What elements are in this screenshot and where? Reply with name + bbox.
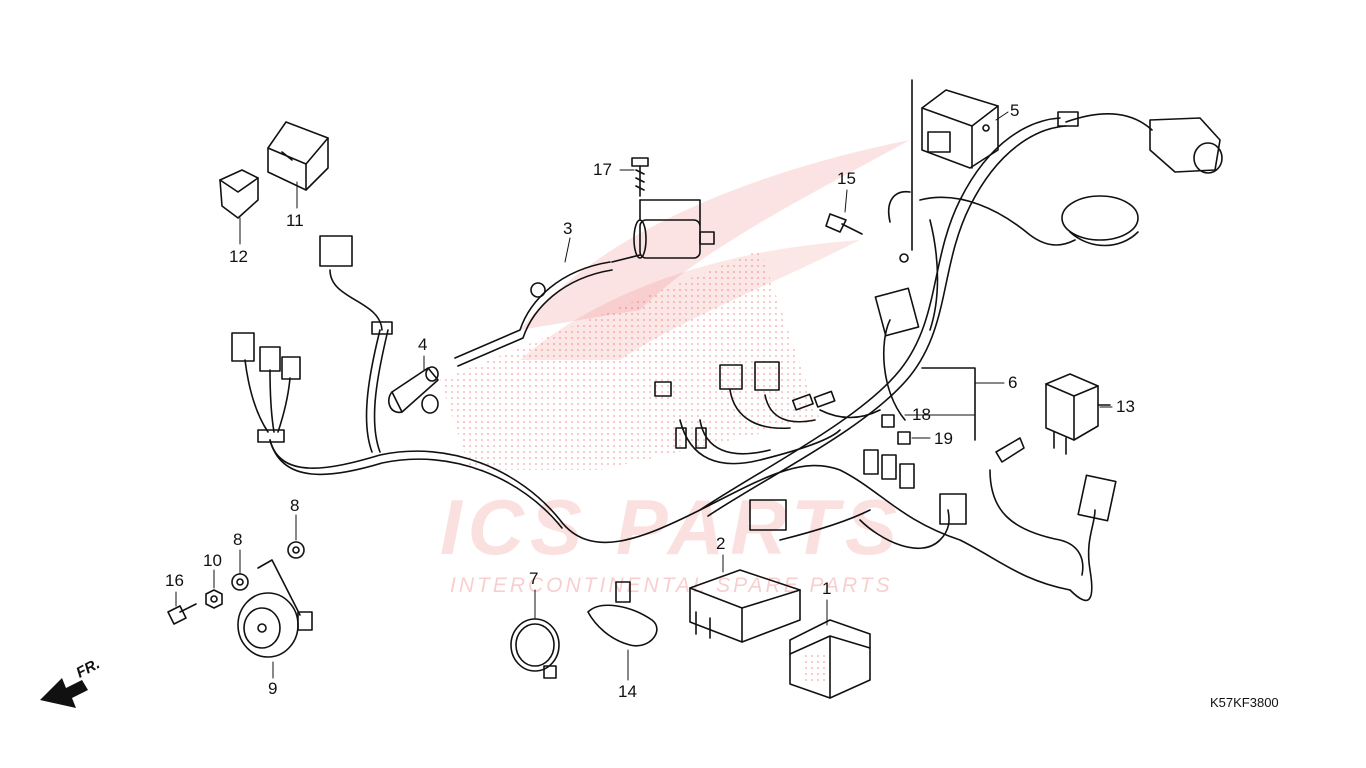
callout-14: 14 <box>618 682 637 701</box>
callout-1: 1 <box>822 579 832 598</box>
part-2-control-unit <box>689 569 801 643</box>
callout-16: 16 <box>165 571 184 590</box>
callout-8b: 8 <box>233 530 243 549</box>
part-1-fuse-box <box>789 619 871 699</box>
callout-13: 13 <box>1116 397 1135 416</box>
callout-11: 11 <box>286 211 304 230</box>
diagram-code: K57KF3800 <box>1210 695 1279 710</box>
callout-19: 19 <box>934 429 953 448</box>
watermark-subtext: INTERCONTINENTAL SPARE PARTS <box>450 574 893 597</box>
callout-4: 4 <box>418 335 428 354</box>
callout-3: 3 <box>563 219 573 238</box>
callout-17: 17 <box>593 160 612 179</box>
part-15-bolt <box>825 191 911 263</box>
callout-5: 5 <box>1010 101 1020 120</box>
callout-9: 9 <box>268 679 278 698</box>
wire-harness <box>269 113 1153 602</box>
harness-cap-right <box>1057 111 1223 247</box>
part-11-flasher-relay <box>267 121 329 191</box>
part-13-relay <box>1045 373 1111 455</box>
part-17-bolt <box>631 157 649 197</box>
part-7-band <box>510 618 560 679</box>
watermark-text: ICS PARTS <box>440 483 903 571</box>
callout-8a: 8 <box>290 496 300 515</box>
callout-2: 2 <box>716 534 726 553</box>
callout-15: 15 <box>837 169 856 188</box>
part-18-19-fuses <box>881 414 911 445</box>
part-8-washer <box>231 541 305 591</box>
watermark-wing-logo <box>440 140 910 470</box>
part-4-plug-cap <box>388 366 439 414</box>
leader-lines <box>175 111 1113 681</box>
part-9-horn <box>237 559 313 658</box>
callout-12: 12 <box>229 247 248 266</box>
part-5-switch <box>911 79 999 251</box>
part-12-connector-clip <box>219 169 259 219</box>
front-direction-arrow <box>40 678 88 708</box>
callout-10: 10 <box>203 551 222 570</box>
part-14-cable-tie <box>587 581 658 647</box>
callout-18: 18 <box>912 405 931 424</box>
callout-7: 7 <box>529 569 539 588</box>
part-6-connectors <box>654 287 976 531</box>
harness-stay-bracket <box>995 437 1117 522</box>
callout-6: 6 <box>1008 373 1018 392</box>
harness-connectors-left <box>231 235 393 443</box>
part-3-ignition-coil <box>454 199 715 367</box>
part-10-nut <box>205 589 223 609</box>
part-16-bolt <box>167 603 197 625</box>
